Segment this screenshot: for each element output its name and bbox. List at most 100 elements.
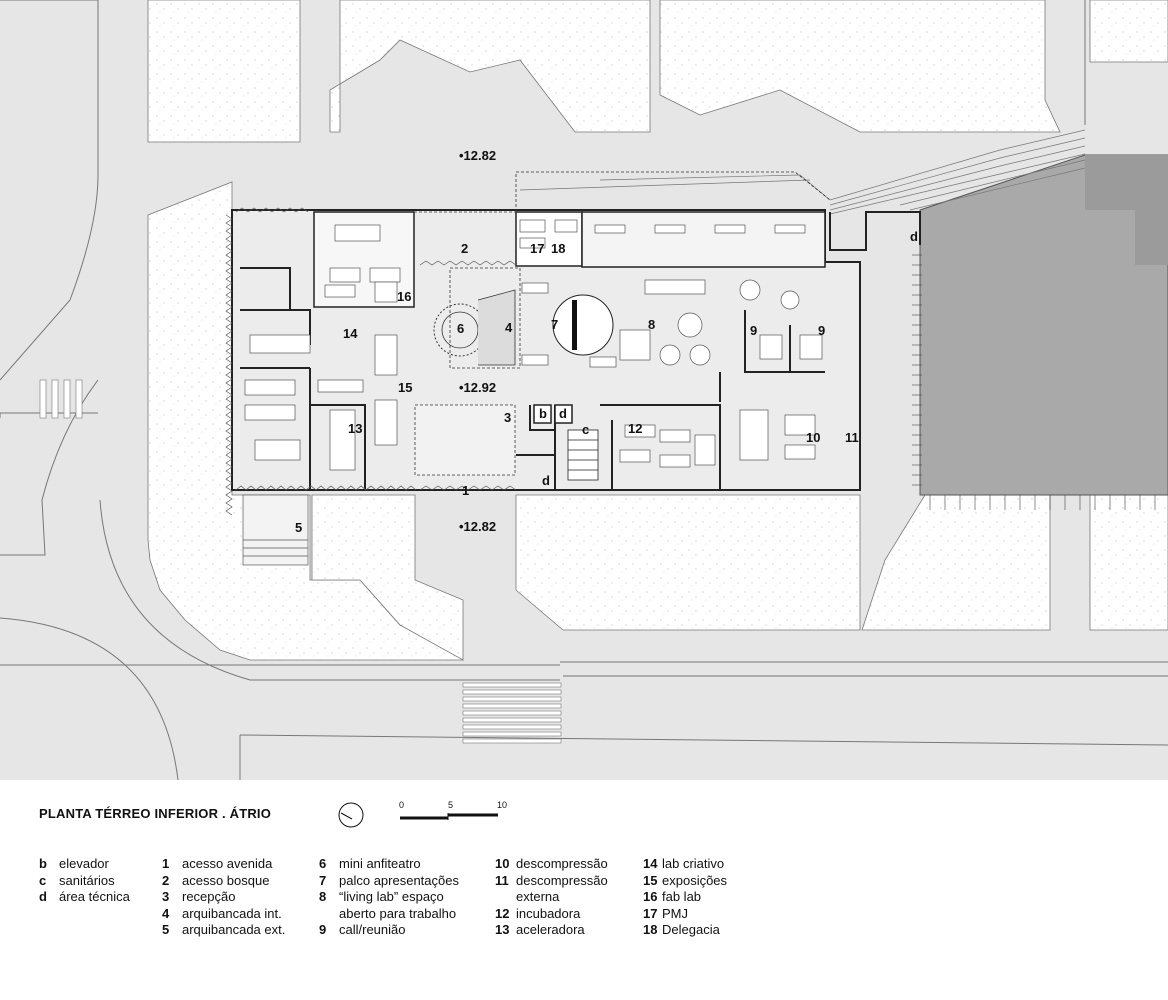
room-label-9b: 9 bbox=[818, 323, 825, 338]
room-label-7: 7 bbox=[551, 317, 558, 332]
legend-item: 8 “living lab” espaço bbox=[319, 889, 459, 906]
drawing-title: PLANTA TÉRREO INFERIOR . ÁTRIO bbox=[39, 806, 272, 821]
legend-column-3: 6 mini anfiteatro 7 palco apresentações 8 “… bbox=[319, 856, 459, 939]
dashed-canopy bbox=[414, 171, 831, 213]
legend-text: mini anfiteatro bbox=[339, 856, 421, 871]
room-label-8: 8 bbox=[648, 317, 655, 332]
legend-text: elevador bbox=[59, 856, 109, 871]
legend-text: arquibancada int. bbox=[182, 905, 282, 921]
room-label-d1: d bbox=[559, 406, 567, 421]
legend-key: 14 bbox=[643, 856, 658, 871]
room-label-d2: d bbox=[542, 473, 550, 488]
room-label-14: 14 bbox=[343, 326, 358, 341]
elevator-b-box bbox=[533, 404, 552, 424]
legend-item: 3 recepção bbox=[162, 889, 285, 906]
legend-item: aberto para trabalho bbox=[319, 906, 459, 923]
room-label-11: 11 bbox=[845, 430, 859, 445]
legend-key: 10 bbox=[495, 856, 510, 871]
north-offices bbox=[581, 211, 826, 268]
legend-text: aberto para trabalho bbox=[339, 905, 457, 921]
scale-label-5: 5 bbox=[448, 800, 454, 810]
legend-key bbox=[319, 906, 339, 923]
elevation-bottom: •12.82 bbox=[459, 519, 496, 534]
legend-item: 13 aceleradora bbox=[495, 922, 608, 939]
legend-item: externa bbox=[495, 889, 608, 906]
legend-item: 5 arquibancada ext. bbox=[162, 922, 285, 939]
room-label-b: b bbox=[539, 406, 547, 421]
legend-item: 14 lab criativo bbox=[643, 856, 727, 873]
elevation-center: •12.92 bbox=[459, 380, 496, 395]
stage-7-screen bbox=[572, 300, 577, 350]
legend-text: descompressão bbox=[516, 856, 608, 871]
technical-d-box bbox=[554, 404, 573, 424]
room-label-17: 17 bbox=[530, 241, 544, 256]
legend-key: 5 bbox=[162, 922, 170, 938]
legend-key: 15 bbox=[643, 872, 658, 888]
legend-key: 6 bbox=[319, 856, 327, 871]
adjacent-building bbox=[912, 154, 1168, 510]
room-label-18: 18 bbox=[551, 241, 565, 256]
room-label-15: 15 bbox=[398, 380, 412, 395]
crosswalk-left bbox=[39, 379, 83, 419]
legend-text: acesso avenida bbox=[182, 856, 273, 871]
legend-item: 1 acesso avenida bbox=[162, 856, 285, 873]
legend-key: 7 bbox=[319, 872, 327, 888]
legend-key: 2 bbox=[162, 872, 170, 888]
legend-key: d bbox=[39, 889, 47, 905]
room-label-2: 2 bbox=[461, 241, 468, 256]
legend-text: palco apresentações bbox=[339, 872, 459, 888]
legend-key: c bbox=[39, 872, 47, 888]
legend-key: 13 bbox=[495, 922, 510, 938]
room-label-16: 16 bbox=[397, 289, 411, 304]
legend-text: recepção bbox=[182, 889, 236, 905]
legend-text: Delegacia bbox=[662, 922, 720, 938]
room-label-5: 5 bbox=[295, 520, 302, 535]
reception-zone bbox=[414, 404, 516, 476]
legend-text: “living lab” espaço bbox=[339, 889, 444, 905]
legend-key: 11 bbox=[495, 872, 509, 888]
legend-text: aceleradora bbox=[516, 922, 585, 938]
bleachers-4 bbox=[477, 289, 516, 366]
legend-text: incubadora bbox=[516, 905, 581, 921]
legend-text: lab criativo bbox=[662, 856, 725, 871]
legend-key bbox=[495, 889, 516, 906]
legend-text: fab lab bbox=[662, 889, 702, 905]
furniture bbox=[244, 219, 823, 471]
stage-7-circle bbox=[552, 294, 614, 356]
road-lines bbox=[0, 0, 1168, 780]
room-label-6: 6 bbox=[457, 321, 464, 336]
legend-key: 16 bbox=[643, 889, 658, 905]
north-arrow-icon bbox=[338, 802, 364, 828]
legend-key: 4 bbox=[162, 905, 170, 921]
legend-text: arquibancada ext. bbox=[182, 922, 286, 938]
scale-label-0: 0 bbox=[399, 800, 405, 810]
legend-column-2: 1 acesso avenida 2 acesso bosque 3 recepção… bbox=[162, 856, 285, 939]
legend-item: 7 palco apresentações bbox=[319, 873, 459, 890]
room-labels: 1 2 3 4 5 6 7 8 9 9 10 11 12 13 14 15 16… bbox=[295, 229, 918, 535]
legend-item: 11 descompressão bbox=[495, 873, 608, 890]
legend-text: descompressão bbox=[516, 872, 608, 888]
room-label-c: c bbox=[582, 422, 589, 437]
legend-key: 18 bbox=[643, 922, 658, 938]
room-label-12: 12 bbox=[628, 421, 642, 436]
facade-hatching bbox=[225, 207, 517, 516]
legend-key: 3 bbox=[162, 889, 170, 905]
room-label-3: 3 bbox=[504, 410, 511, 425]
crosswalk-bottom bbox=[462, 682, 562, 744]
legend-key: 1 bbox=[162, 856, 170, 871]
room-label-1: 1 bbox=[462, 483, 469, 498]
legend-key: 8 bbox=[319, 889, 327, 905]
legend-key: 9 bbox=[319, 922, 327, 938]
legend-item: 6 mini anfiteatro bbox=[319, 856, 459, 873]
atrium-zone bbox=[449, 267, 521, 369]
legend-text: área técnica bbox=[59, 889, 130, 905]
legend-text: acesso bosque bbox=[182, 872, 270, 888]
stair-core bbox=[567, 429, 599, 481]
